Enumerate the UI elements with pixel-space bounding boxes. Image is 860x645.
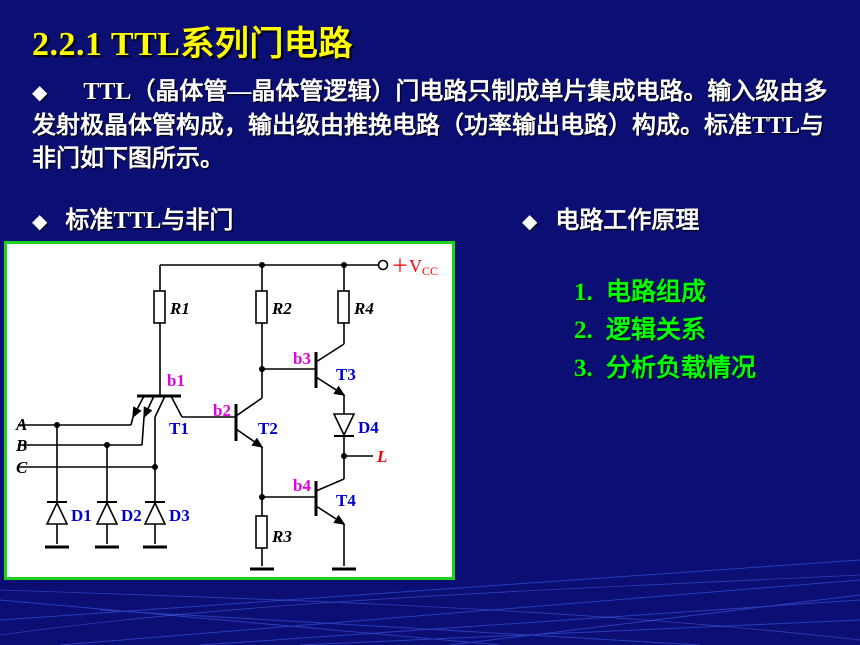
transistor-label-t1: T1 xyxy=(169,419,189,438)
input-label-c: C xyxy=(16,458,28,477)
left-heading: ◆ 标准TTL与非门 xyxy=(32,200,233,235)
list-item: 2.逻辑关系 xyxy=(574,317,707,344)
diode-label-d2: D2 xyxy=(121,506,142,525)
base-label-b1: b1 xyxy=(167,371,185,390)
transistor-label-t2: T2 xyxy=(258,419,278,438)
resistor-label-r4: R4 xyxy=(353,299,374,318)
right-heading-label: 电路工作原理 xyxy=(555,208,700,234)
diode-label-d4: D4 xyxy=(358,418,379,437)
base-label-b2: b2 xyxy=(213,401,231,420)
resistor-label-r3: R3 xyxy=(271,527,292,546)
left-heading-label: 标准TTL与非门 xyxy=(65,208,234,234)
intro-text: TTL（晶体管—晶体管逻辑）门电路只制成单片集成电路。输入级由多发射极晶体管构成… xyxy=(32,79,828,172)
supply-label: ＋V xyxy=(391,256,422,276)
transistor-label-t4: T4 xyxy=(336,491,356,510)
working-principle-list: 1.电路组成 2.逻辑关系 3.分析负载情况 xyxy=(574,274,756,388)
page-title: 2.2.1 TTL系列门电路 xyxy=(32,26,353,63)
right-heading: ◆ 电路工作原理 xyxy=(522,200,699,235)
circuit-diagram-panel: ＋VCC R1 R2 R4 R3 b1 b2 b3 b4 T1 T2 T3 T4… xyxy=(4,241,455,580)
svg-text:＋VCC: ＋VCC xyxy=(391,256,438,278)
intro-paragraph: ◆ TTL（晶体管—晶体管逻辑）门电路只制成单片集成电路。输入级由多发射极晶体管… xyxy=(32,76,842,176)
base-label-b3: b3 xyxy=(293,349,311,368)
diamond-bullet-icon: ◆ xyxy=(32,211,48,233)
input-label-a: A xyxy=(15,415,27,434)
list-item: 1.电路组成 xyxy=(574,279,707,306)
diamond-bullet-icon: ◆ xyxy=(32,82,48,104)
list-item: 3.分析负载情况 xyxy=(574,355,757,382)
input-label-b: B xyxy=(15,436,27,455)
base-label-b4: b4 xyxy=(293,476,311,495)
supply-subscript: CC xyxy=(422,264,438,278)
ttl-nand-circuit: ＋VCC R1 R2 R4 R3 b1 b2 b3 b4 T1 T2 T3 T4… xyxy=(15,256,438,571)
resistor-label-r1: R1 xyxy=(169,299,190,318)
resistor-label-r2: R2 xyxy=(271,299,292,318)
output-label-l: L xyxy=(376,447,387,466)
transistor-label-t3: T3 xyxy=(336,365,356,384)
diode-label-d3: D3 xyxy=(169,506,190,525)
diode-label-d1: D1 xyxy=(71,506,92,525)
diamond-bullet-icon: ◆ xyxy=(522,211,538,233)
